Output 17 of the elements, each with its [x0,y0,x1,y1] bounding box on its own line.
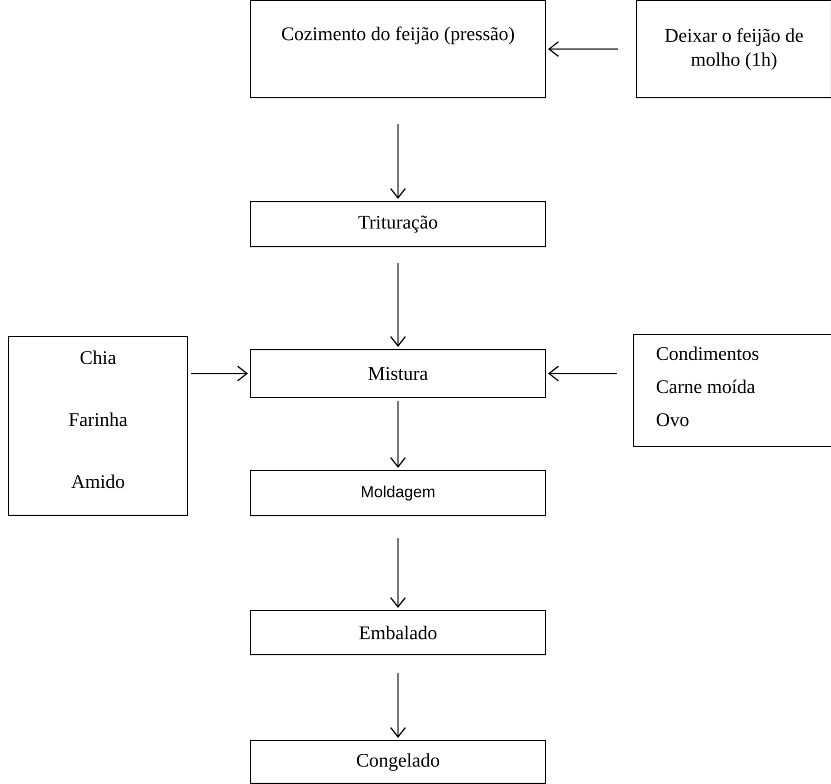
process-box: Chia Farinha Amido [8,336,188,516]
arrow [548,41,618,57]
process-box: Mistura [250,349,546,398]
process-box: Congelado [250,740,546,784]
process-box: Embalado [250,610,546,656]
arrow [390,673,406,738]
arrow [390,401,406,468]
arrow [390,124,406,199]
arrow [190,366,248,382]
process-box: Deixar o feijão de molho (1h) [636,0,831,98]
process-box: Cozimento do feijão (pressão) [250,0,546,98]
arrow [390,263,406,347]
arrow [390,538,406,608]
arrow [548,366,617,382]
process-box: Trituração [250,201,546,248]
process-box: Moldagem [250,470,546,516]
process-box: Condimentos Carne moída Ovo [633,334,831,448]
